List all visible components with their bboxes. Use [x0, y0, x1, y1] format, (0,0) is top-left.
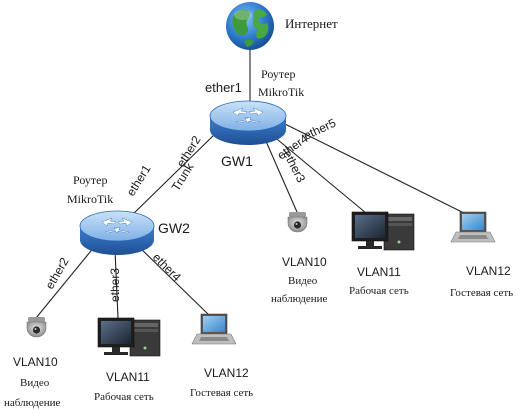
- gw2-ether3-line: [114, 249, 119, 319]
- gw2-vlan12-desc1: Гостевая сеть: [190, 387, 253, 399]
- gw2-camera-icon: [26, 317, 47, 338]
- gw1-ether3-line: [264, 138, 298, 213]
- gw2-name-label: GW2: [158, 220, 190, 236]
- gw2-caption-line1: Роутер: [73, 173, 108, 187]
- gw1-ether4-line: [271, 134, 373, 219]
- gw1-ether5-label: ether5: [301, 116, 338, 143]
- gw2-caption-line2: MikroTik: [67, 192, 113, 206]
- trunk-label: Trunk: [169, 160, 197, 194]
- gw1-ether5-line: [284, 123, 471, 217]
- gw1-vlan10-label: VLAN10: [282, 255, 327, 269]
- gw1-laptop-icon: [450, 211, 496, 243]
- gw2-ether2-line: [35, 245, 96, 319]
- gw1-desktop-pc-icon: [351, 211, 415, 251]
- gw1-vlan11-desc1: Рабочая сеть: [349, 285, 409, 297]
- gw1-router-icon: [209, 100, 287, 145]
- trunk-line: [125, 132, 217, 222]
- gw1-camera-icon: [287, 212, 308, 233]
- gw2-vlan10-desc1: Видео: [20, 377, 50, 389]
- gw2-ether2-label: ether2: [42, 255, 71, 292]
- gw2-vlan12-label: VLAN12: [204, 366, 249, 380]
- gw1-vlan10-desc2: наблюдение: [271, 293, 327, 305]
- trunk-gw2-port-label: ether1: [124, 162, 154, 199]
- gw1-vlan12-desc1: Гостевая сеть: [450, 287, 513, 299]
- gw1-vlan12-label: VLAN12: [466, 264, 511, 278]
- gw1-caption-line1: Роутер: [261, 67, 296, 81]
- gw2-router-icon: [79, 210, 155, 255]
- gw1-caption-line2: MikroTik: [258, 85, 304, 99]
- globe-icon: [226, 2, 274, 50]
- gw1-vlan11-label: VLAN11: [357, 265, 401, 279]
- gw2-ether3-label: ether3: [108, 268, 122, 302]
- gw2-desktop-pc-icon: [97, 317, 161, 357]
- gw1-name-label: GW1: [221, 153, 253, 169]
- gw2-vlan10-label: VLAN10: [13, 355, 58, 369]
- gw1-vlan10-desc1: Видео: [288, 275, 318, 287]
- gw2-vlan10-desc2: наблюдение: [4, 397, 60, 409]
- gw2-ether4-label: ether4: [150, 250, 184, 284]
- gw2-vlan11-label: VLAN11: [106, 370, 150, 384]
- internet-label: Интернет: [285, 16, 338, 31]
- gw2-vlan11-desc1: Рабочая сеть: [94, 391, 154, 403]
- gw2-laptop-icon: [191, 313, 237, 345]
- gw1-uplink-port-label: ether1: [205, 80, 242, 95]
- gw2-ether4-line: [135, 243, 211, 317]
